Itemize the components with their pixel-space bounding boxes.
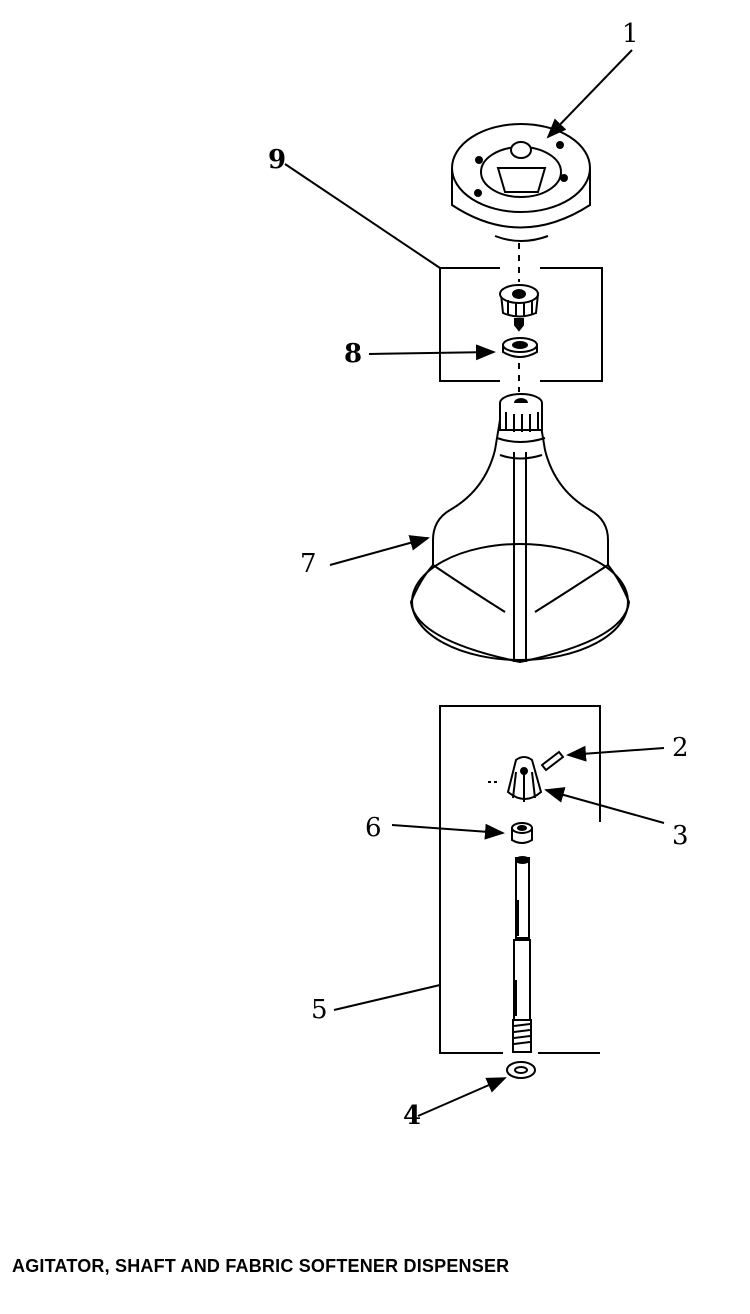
callout-6: 6 (365, 813, 382, 843)
callout-9: 9 (268, 145, 286, 175)
shaft-bushing (511, 822, 533, 844)
callout-8: 8 (344, 339, 362, 369)
fabric-softener-dispenser (451, 123, 591, 242)
drive-pin (540, 750, 565, 772)
shaft-seal-washer (506, 1061, 536, 1079)
drive-cam (488, 756, 543, 802)
callout-7: 7 (300, 549, 317, 579)
leader-lines (284, 49, 665, 1117)
callout-4: 4 (403, 1101, 421, 1131)
agitator-shaft (512, 856, 532, 1053)
diagram-caption: AGITATOR, SHAFT AND FABRIC SOFTENER DISP… (12, 1256, 510, 1276)
agitator-washer (502, 337, 538, 358)
agitator (409, 393, 631, 664)
part-9-box (439, 267, 603, 382)
callout-2: 2 (672, 733, 689, 763)
part-5-box (439, 705, 601, 1054)
agitator-nut (499, 284, 540, 332)
callout-1: 1 (622, 19, 639, 49)
callout-5: 5 (311, 995, 328, 1025)
callout-3: 3 (672, 821, 689, 851)
